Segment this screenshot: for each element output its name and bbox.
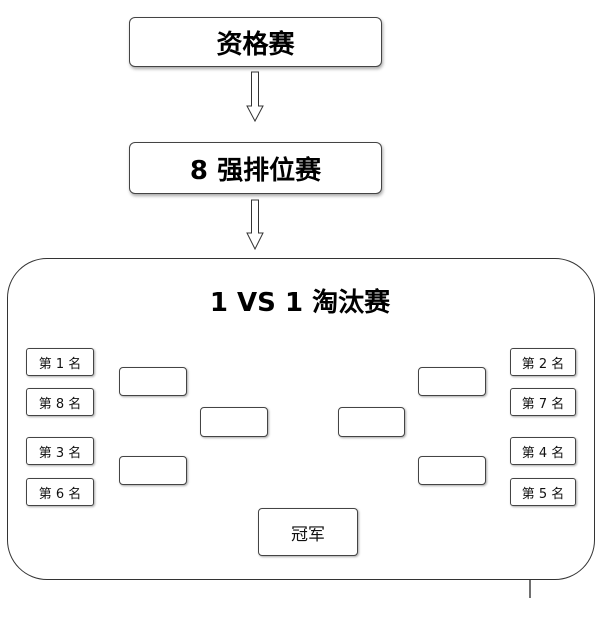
seed-box-left-4: 第 6 名	[26, 478, 94, 506]
seed-box-left-3: 第 3 名	[26, 437, 94, 465]
semifinal-slot-right	[338, 407, 405, 437]
seed-box-right-4: 第 5 名	[510, 478, 576, 506]
semifinal-slot-left	[200, 407, 268, 437]
seed-box-right-3: 第 4 名	[510, 437, 576, 465]
seed-box-left-1: 第 1 名	[26, 348, 94, 376]
down-arrow-icon	[246, 71, 264, 123]
top8-ranking-stage-label: 8 强排位赛	[189, 155, 322, 186]
champion-box: 冠军	[258, 508, 358, 556]
qualifier-stage-box: 资格赛	[129, 17, 382, 67]
down-arrow-icon	[246, 199, 264, 251]
seed-label: 第 3 名	[38, 445, 82, 461]
seed-label: 第 5 名	[521, 486, 565, 502]
seed-label: 第 1 名	[38, 356, 82, 372]
seed-box-right-1: 第 2 名	[510, 348, 576, 376]
seed-label: 第 2 名	[521, 356, 565, 372]
seed-box-right-2: 第 7 名	[510, 388, 576, 416]
quarterfinal-slot-left-top	[119, 367, 187, 396]
top8-ranking-stage-box: 8 强排位赛	[129, 142, 382, 194]
seed-label: 第 4 名	[521, 445, 565, 461]
seed-label: 第 7 名	[521, 396, 565, 412]
seed-label: 第 8 名	[38, 396, 82, 412]
seed-box-left-2: 第 8 名	[26, 388, 94, 416]
quarterfinal-slot-right-bottom	[418, 456, 486, 485]
quarterfinal-slot-right-top	[418, 367, 486, 396]
seed-label: 第 6 名	[38, 486, 82, 502]
knockout-title: 1 VS 1 淘汰赛	[209, 288, 391, 318]
qualifier-stage-label: 资格赛	[216, 29, 295, 60]
champion-label: 冠军	[291, 524, 325, 545]
quarterfinal-slot-left-bottom	[119, 456, 187, 485]
